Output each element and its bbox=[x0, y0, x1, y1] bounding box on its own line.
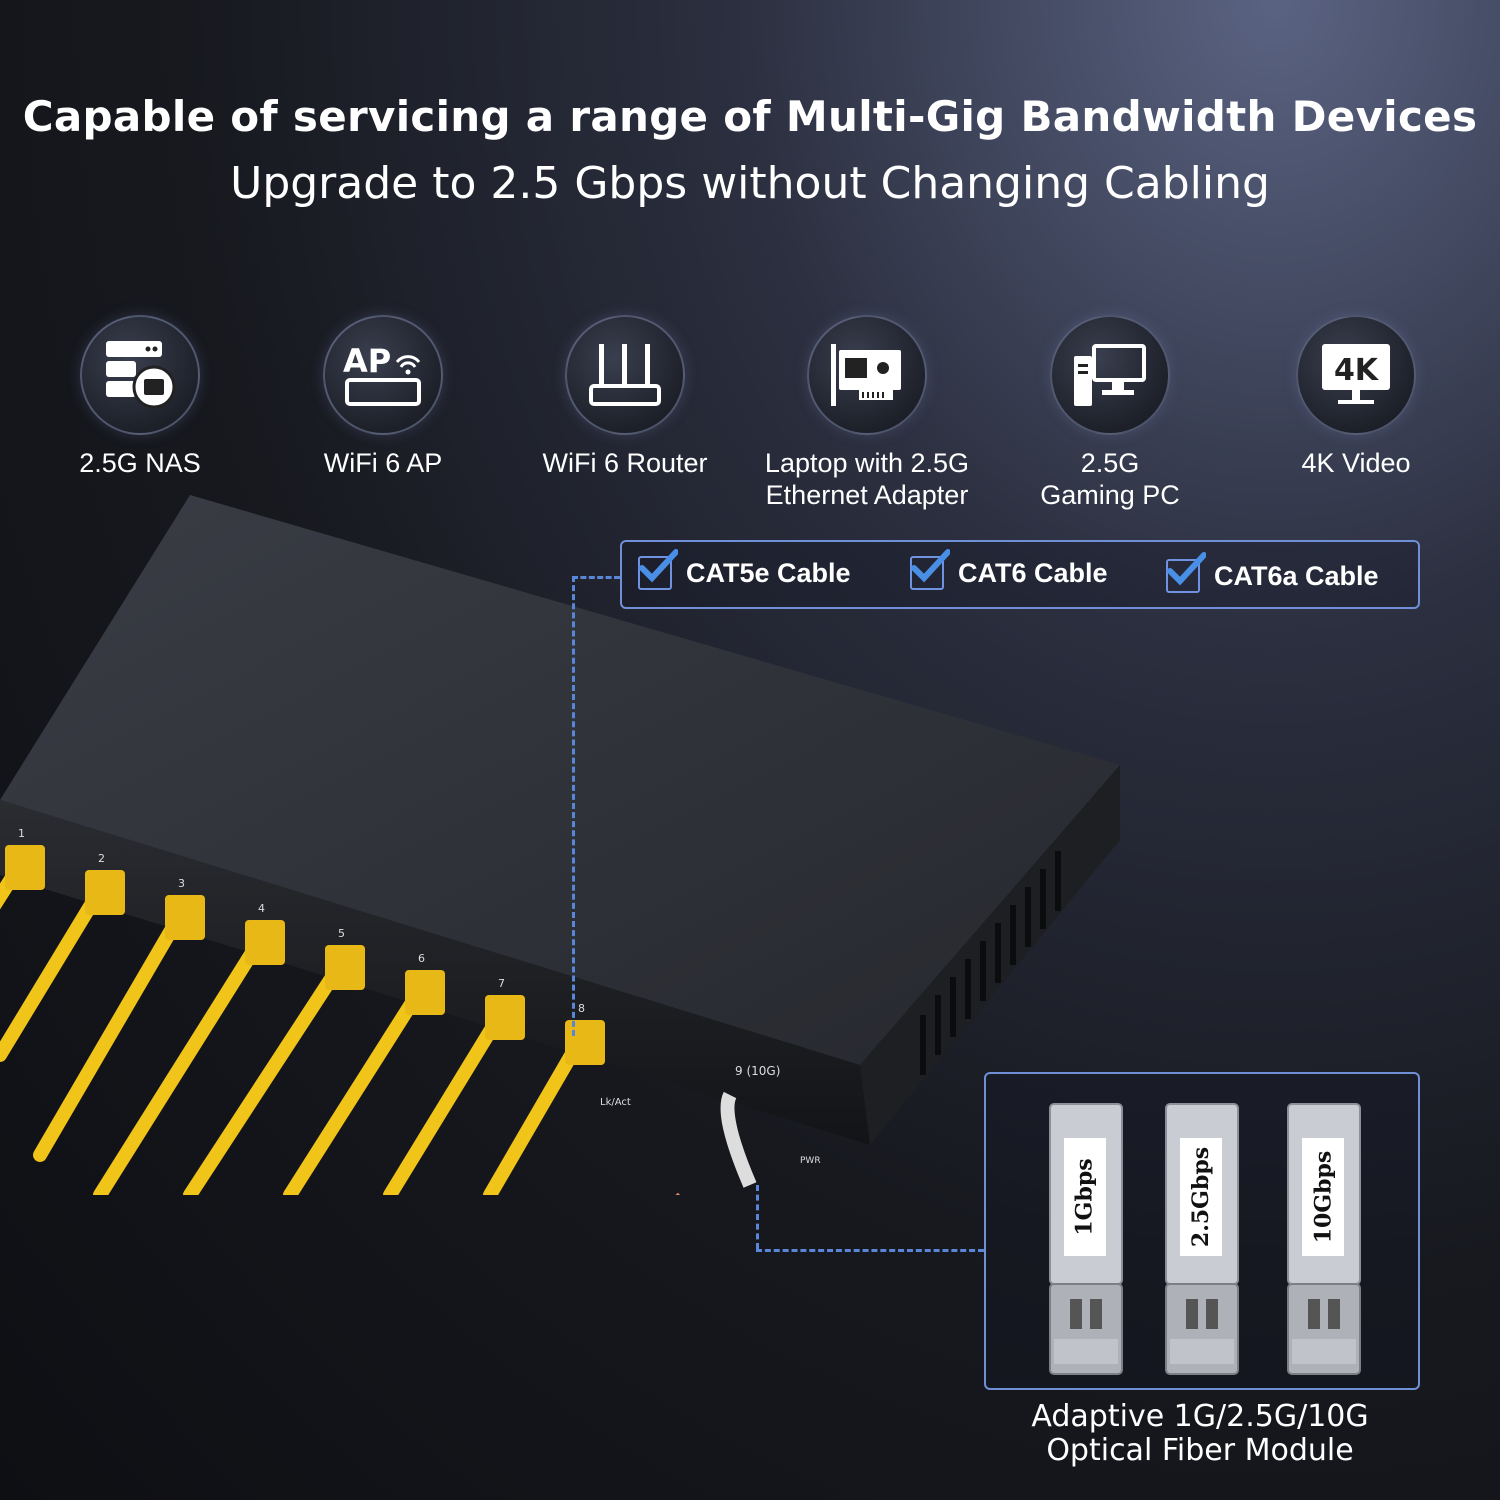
device-label: WiFi 6 AP bbox=[323, 448, 443, 478]
ap-text: AP bbox=[343, 342, 391, 380]
sfp-modules-box: 1Gbps 2.5Gbps 10Gbps bbox=[984, 1072, 1420, 1390]
fiber-module-caption: Adaptive 1G/2.5G/10G Optical Fiber Modul… bbox=[1031, 1399, 1369, 1468]
port-number: 6 bbox=[418, 952, 425, 965]
sfp-module-1g: 1Gbps bbox=[1044, 1094, 1128, 1379]
link-activity-label: Lk/Act bbox=[600, 1097, 631, 1108]
device-label: 2.5G Gaming PC bbox=[1040, 448, 1180, 510]
device-nas: 2.5G NAS bbox=[20, 315, 260, 479]
checkmark-icon bbox=[638, 549, 678, 590]
connector-line bbox=[572, 576, 575, 1036]
connector-line bbox=[572, 576, 620, 579]
subheadline: Upgrade to 2.5 Gbps without Changing Cab… bbox=[230, 158, 1270, 209]
cable-cat6: CAT6 Cable bbox=[910, 549, 1108, 590]
device-label: WiFi 6 Router bbox=[542, 448, 708, 478]
device-laptop-adapter: Laptop with 2.5G Ethernet Adapter bbox=[747, 315, 987, 511]
headline: Capable of servicing a range of Multi-Gi… bbox=[22, 92, 1478, 141]
cable-cat5e: CAT5e Cable bbox=[638, 549, 851, 590]
module-speed: 1Gbps bbox=[1072, 1158, 1098, 1236]
checkmark-icon bbox=[910, 549, 950, 590]
device-label: Laptop with 2.5G Ethernet Adapter bbox=[764, 448, 970, 510]
sfp-port-label: 9 (10G) bbox=[735, 1064, 780, 1078]
network-card-icon bbox=[807, 315, 927, 435]
connector-line bbox=[756, 1185, 759, 1249]
desktop-pc-icon bbox=[1050, 315, 1170, 435]
uhd-text: 4K bbox=[1334, 353, 1380, 388]
router-icon bbox=[565, 315, 685, 435]
module-speed: 10Gbps bbox=[1310, 1150, 1336, 1244]
port-number: 8 bbox=[578, 1002, 585, 1015]
port-number: 1 bbox=[18, 827, 25, 840]
device-4k-video: 4K 4K Video bbox=[1236, 315, 1476, 479]
port-number: 4 bbox=[258, 902, 265, 915]
access-point-icon: AP bbox=[323, 315, 443, 435]
port-number: 2 bbox=[98, 852, 105, 865]
device-gaming-pc: 2.5G Gaming PC bbox=[990, 315, 1230, 511]
network-switch-illustration: 1 2 3 4 5 6 7 8 9 (10G) Lk/Act PWR bbox=[0, 495, 1120, 1195]
power-label: PWR bbox=[800, 1156, 821, 1166]
cable-label: CAT5e Cable bbox=[686, 557, 851, 588]
cable-label: CAT6 Cable bbox=[958, 557, 1108, 588]
cable-label: CAT6a Cable bbox=[1214, 560, 1379, 591]
sfp-module-10g: 10Gbps bbox=[1282, 1094, 1366, 1379]
sfp-module-2-5g: 2.5Gbps bbox=[1160, 1094, 1244, 1379]
cable-compatibility-box: CAT5e Cable CAT6 Cable CAT6a Cable bbox=[620, 540, 1420, 609]
device-access-point: AP WiFi 6 AP bbox=[263, 315, 503, 479]
device-label: 2.5G NAS bbox=[79, 448, 201, 478]
device-router: WiFi 6 Router bbox=[505, 315, 745, 479]
port-number: 5 bbox=[338, 927, 345, 940]
checkmark-icon bbox=[1166, 552, 1206, 593]
port-number: 7 bbox=[498, 977, 505, 990]
cable-cat6a: CAT6a Cable bbox=[1166, 552, 1379, 593]
port-number: 3 bbox=[178, 877, 185, 890]
4k-monitor-icon: 4K bbox=[1296, 315, 1416, 435]
device-label: 4K Video bbox=[1301, 448, 1411, 478]
nas-icon bbox=[80, 315, 200, 435]
module-speed: 2.5Gbps bbox=[1188, 1146, 1214, 1248]
connector-line bbox=[756, 1249, 984, 1252]
